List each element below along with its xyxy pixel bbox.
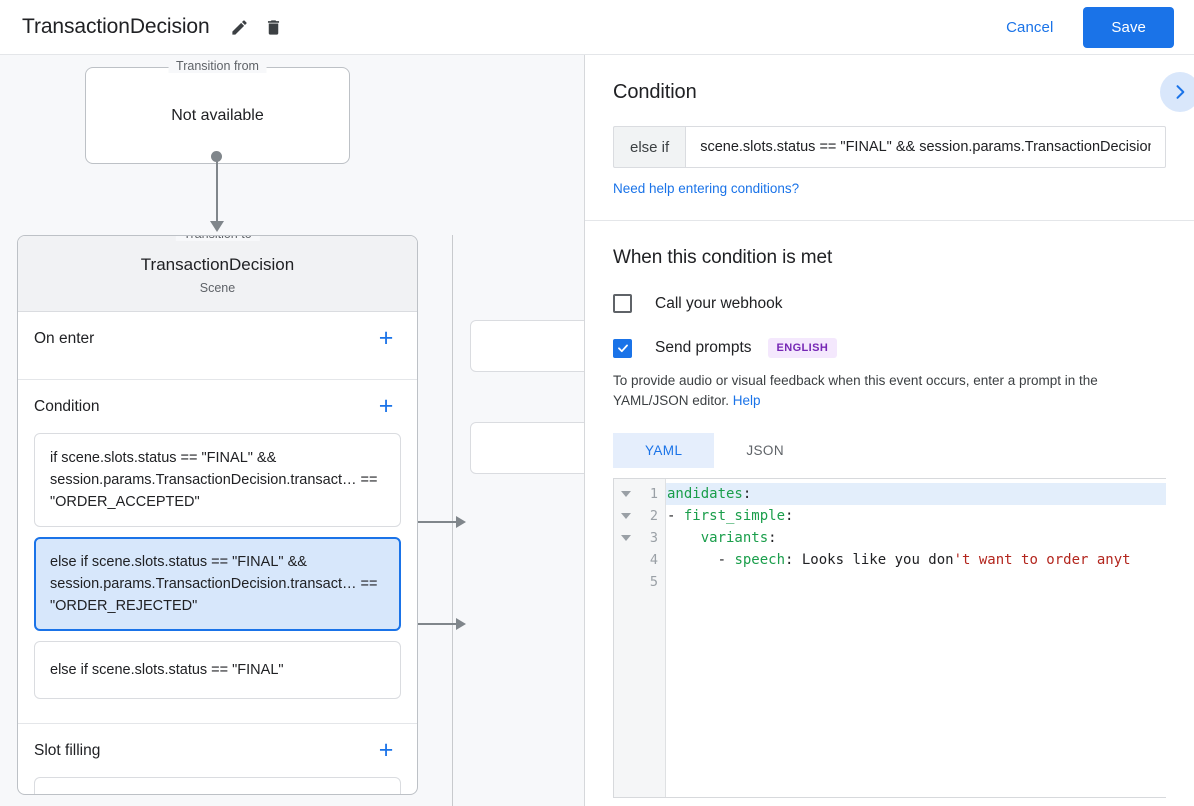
- condition-header-area: Condition else if Need help entering con…: [585, 55, 1194, 221]
- add-condition-button[interactable]: +: [378, 392, 394, 420]
- cancel-button[interactable]: Cancel: [990, 10, 1069, 45]
- line-number: 3: [614, 527, 665, 549]
- section-header: Slot filling +: [34, 724, 401, 777]
- scene-section-condition: Condition + if scene.slots.status == "FINA…: [18, 380, 417, 724]
- save-button[interactable]: Save: [1083, 6, 1174, 48]
- tab-json[interactable]: JSON: [746, 443, 784, 458]
- scene-card[interactable]: Slot validation: [34, 777, 401, 794]
- trash-icon: [268, 19, 280, 35]
- scene-type: Scene: [199, 281, 236, 295]
- send-prompts-label: Send prompts: [655, 339, 752, 356]
- transition-arrow-head: [210, 221, 224, 232]
- main-body: Transition from Not available Transition…: [0, 55, 1194, 806]
- scene-card[interactable]: else if scene.slots.status == "FINAL": [34, 641, 401, 699]
- edit-name-button[interactable]: [226, 13, 254, 41]
- fold-triangle-icon[interactable]: [621, 535, 631, 541]
- scene-graph-pane: Transition from Not available Transition…: [0, 55, 585, 806]
- section-title: Slot filling: [34, 741, 101, 759]
- send-prompts-checkbox[interactable]: [613, 338, 632, 358]
- condition-input-row: else if: [613, 126, 1166, 168]
- condition-card-selected[interactable]: else if scene.slots.status == "FINAL" &&…: [34, 537, 401, 631]
- prompts-help-link[interactable]: Help: [732, 393, 761, 408]
- scene-section-on-enter: On enter +: [18, 312, 417, 380]
- call-webhook-checkbox[interactable]: [613, 294, 632, 313]
- scene-card[interactable]: if scene.slots.status == "FINAL" && sess…: [34, 433, 401, 527]
- line-number: 4: [649, 552, 658, 568]
- code-line: [666, 571, 1166, 593]
- top-toolbar: TransactionDecision Cancel Save: [0, 0, 1194, 55]
- prompts-hint-text: To provide audio or visual feedback when…: [613, 373, 1098, 408]
- detail-title: Condition: [613, 81, 697, 103]
- language-badge: ENGLISH: [767, 338, 838, 358]
- pencil-icon: [232, 19, 247, 35]
- editor-code-area[interactable]: andidates: - first_simple: variants: - sp…: [666, 479, 1166, 797]
- check-icon: [617, 344, 628, 353]
- fold-triangle-icon[interactable]: [621, 491, 631, 497]
- code-line: - first_simple:: [667, 508, 794, 524]
- tab-yaml[interactable]: YAML: [613, 433, 715, 468]
- expand-panel-button[interactable]: [1160, 72, 1194, 112]
- scene-name: TransactionDecision: [140, 255, 295, 274]
- section-header: On enter +: [34, 312, 401, 365]
- page-title: TransactionDecision: [22, 15, 210, 38]
- when-condition-met-heading: When this condition is met: [613, 247, 833, 268]
- transition-arrow-line: [216, 155, 218, 225]
- delete-button[interactable]: [260, 13, 288, 41]
- connector-line-2: [400, 623, 458, 625]
- webhook-row: Call your webhook: [613, 294, 1166, 313]
- graph-rail: [452, 235, 453, 806]
- add-on-enter-button[interactable]: +: [378, 324, 394, 352]
- editor-format-tabs: YAML JSON: [613, 433, 1166, 468]
- condition-actions-area: When this condition is met Call your web…: [585, 221, 1194, 798]
- code-line: andidates:: [666, 483, 1166, 505]
- target-card-accepted[interactable]: [470, 320, 584, 372]
- line-number: 1: [614, 483, 665, 505]
- code-line: - speech: Looks like you don't want to o…: [667, 552, 1131, 568]
- send-prompts-row: Send prompts ENGLISH: [613, 338, 1166, 358]
- transition-from-legend: Transition from: [168, 59, 267, 73]
- scene-sections: On enter + Condition + if scene.slots.status…: [18, 312, 417, 794]
- fold-triangle-icon[interactable]: [621, 513, 631, 519]
- transition-from-value: Not available: [171, 106, 264, 124]
- line-number: 2: [614, 505, 665, 527]
- chevron-right-icon: [1176, 85, 1185, 99]
- line-number: 5: [649, 574, 658, 590]
- connector-arrow-2: [456, 618, 466, 630]
- condition-detail-pane: Condition else if Need help entering con…: [585, 55, 1194, 806]
- add-slot-filling-button[interactable]: +: [378, 736, 394, 764]
- prompts-hint: To provide audio or visual feedback when…: [613, 371, 1166, 411]
- condition-help-link[interactable]: Need help entering conditions?: [613, 181, 800, 196]
- condition-prefix-label: else if: [613, 126, 686, 168]
- code-line: variants:: [700, 530, 777, 546]
- call-webhook-label: Call your webhook: [655, 294, 783, 312]
- transition-to-box: Transition to TransactionDecision Scene …: [17, 235, 418, 795]
- transition-from-box: Transition from Not available: [85, 59, 350, 164]
- scene-section-slot-filling: Slot filling + Slot validation: [18, 724, 417, 794]
- target-card-rejected[interactable]: [470, 422, 584, 474]
- transition-to-legend: Transition to: [175, 236, 260, 241]
- condition-expression-input[interactable]: [685, 126, 1166, 168]
- connector-arrow-1: [456, 516, 466, 528]
- section-header: Condition +: [34, 380, 401, 433]
- scene-header: TransactionDecision Scene: [18, 236, 417, 312]
- section-title: On enter: [34, 329, 95, 347]
- section-title: Condition: [34, 397, 100, 415]
- connector-line-1: [400, 521, 458, 523]
